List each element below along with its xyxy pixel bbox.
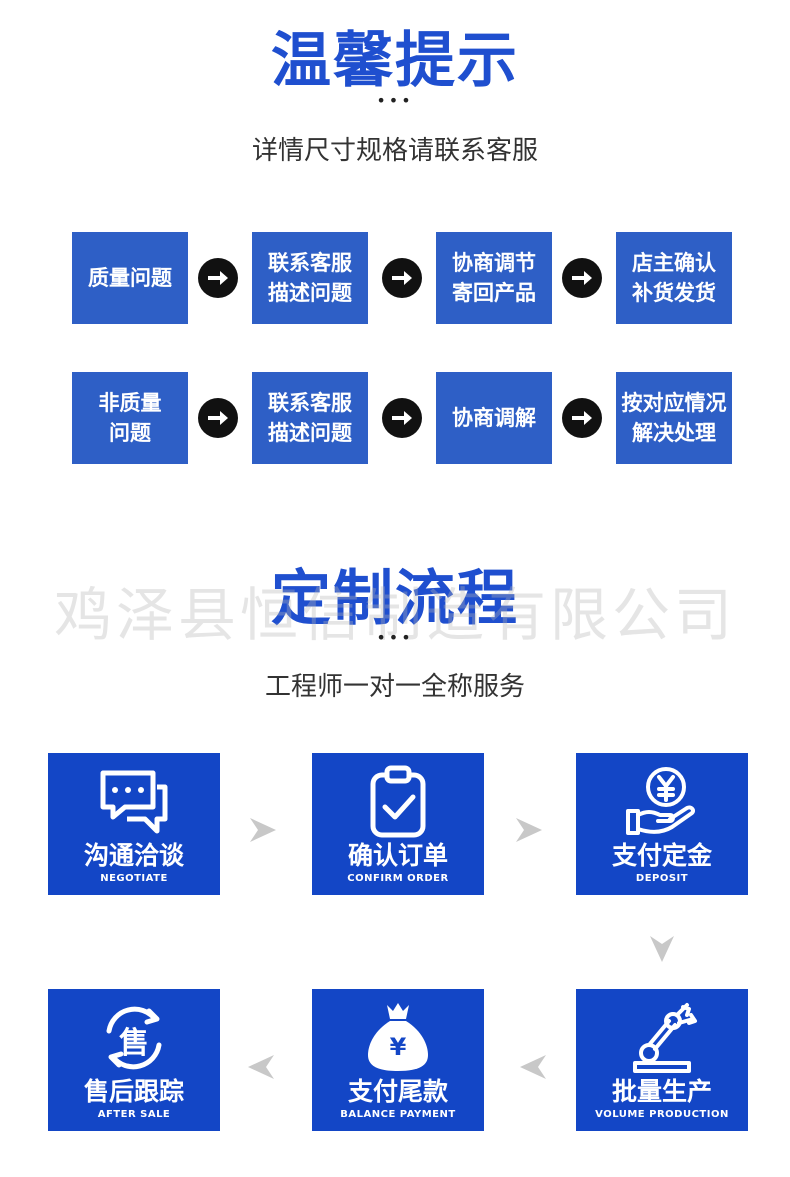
arrow-right-icon (198, 258, 238, 298)
after-sale-symbol: 售 (119, 1026, 149, 1061)
arrow-right-icon (382, 258, 422, 298)
step-line-2: 描述问题 (268, 281, 352, 305)
arrow-right-icon (382, 398, 422, 438)
step-line-1: 协商调解 (452, 406, 536, 430)
tips-subtitle: 详情尺寸规格请联系客服 (251, 136, 538, 166)
step-cn-label: 批量生产 (611, 1077, 712, 1106)
process-step-balance-payment: ¥ 支付尾款 BALANCE PAYMENT (312, 989, 484, 1131)
arrow-right-icon (198, 398, 238, 438)
money-bag-symbol: ¥ (389, 1033, 407, 1061)
step-line-1: 非质量 (98, 391, 162, 415)
step-en-label: DEPOSIT (635, 873, 689, 884)
step-line-2: 补货发货 (632, 281, 716, 305)
step-cn-label: 售后跟踪 (83, 1077, 184, 1106)
step-en-label: AFTER SALE (97, 1109, 171, 1120)
step-line-1: 按对应情况 (621, 391, 727, 415)
process-step-confirm-order: 确认订单 CONFIRM ORDER (312, 753, 484, 895)
process-subtitle: 工程师一对一全称服务 (264, 672, 525, 702)
step-line-1: 店主确认 (632, 251, 716, 275)
step-en-label: BALANCE PAYMENT (340, 1109, 456, 1120)
tips-title: 温馨提示 (271, 26, 519, 96)
chevron-right-icon (516, 818, 542, 842)
chevron-left-icon (520, 1055, 546, 1079)
step-line-1: 联系客服 (268, 391, 352, 415)
chevron-down-icon (650, 936, 674, 962)
process-step-negotiate: 沟通洽谈 NEGOTIATE (48, 753, 220, 895)
process-step-volume-production: 批量生产 VOLUME PRODUCTION (576, 989, 748, 1131)
chevron-right-icon (250, 818, 276, 842)
step-line-1: 质量问题 (88, 266, 172, 290)
tips-row2-step-2: 联系客服 描述问题 (252, 372, 368, 464)
step-cn-label: 沟通洽谈 (83, 841, 184, 870)
arrow-right-icon (562, 398, 602, 438)
money-bag-icon: ¥ (359, 999, 437, 1077)
process-title: 定制流程 (271, 564, 519, 634)
process-title-dots: ••• (376, 628, 414, 647)
clipboard-check-icon (359, 763, 437, 841)
tips-title-dots: ••• (376, 91, 414, 110)
tips-row1-step-4: 店主确认 补货发货 (616, 232, 732, 324)
step-en-label: CONFIRM ORDER (347, 873, 449, 884)
step-line-2: 解决处理 (632, 421, 716, 445)
step-line-1: 协商调节 (452, 251, 536, 275)
chevron-left-icon (248, 1055, 274, 1079)
tips-row2-step-3: 协商调解 (436, 372, 552, 464)
chat-bubble-icon (95, 763, 173, 841)
step-cn-label: 确认订单 (347, 841, 448, 870)
arrow-right-icon (562, 258, 602, 298)
step-line-2: 寄回产品 (452, 281, 536, 305)
tips-row1-step-3: 协商调节 寄回产品 (436, 232, 552, 324)
step-en-label: VOLUME PRODUCTION (595, 1109, 729, 1120)
process-step-after-sale: 售 售后跟踪 AFTER SALE (48, 989, 220, 1131)
yen-coin-hand-icon (623, 763, 701, 841)
step-line-2: 描述问题 (268, 421, 352, 445)
step-line-1: 联系客服 (268, 251, 352, 275)
tips-row1-step-2: 联系客服 描述问题 (252, 232, 368, 324)
step-en-label: NEGOTIATE (100, 873, 168, 884)
robot-arm-icon (623, 999, 701, 1077)
step-cn-label: 支付尾款 (347, 1077, 448, 1106)
after-sale-cycle-icon: 售 (95, 999, 173, 1077)
process-step-deposit: 支付定金 DEPOSIT (576, 753, 748, 895)
step-line-2: 问题 (109, 421, 151, 445)
tips-row2-step-1: 非质量 问题 (72, 372, 188, 464)
tips-row1-step-1: 质量问题 (72, 232, 188, 324)
tips-row2-step-4: 按对应情况 解决处理 (616, 372, 732, 464)
step-cn-label: 支付定金 (611, 841, 712, 870)
